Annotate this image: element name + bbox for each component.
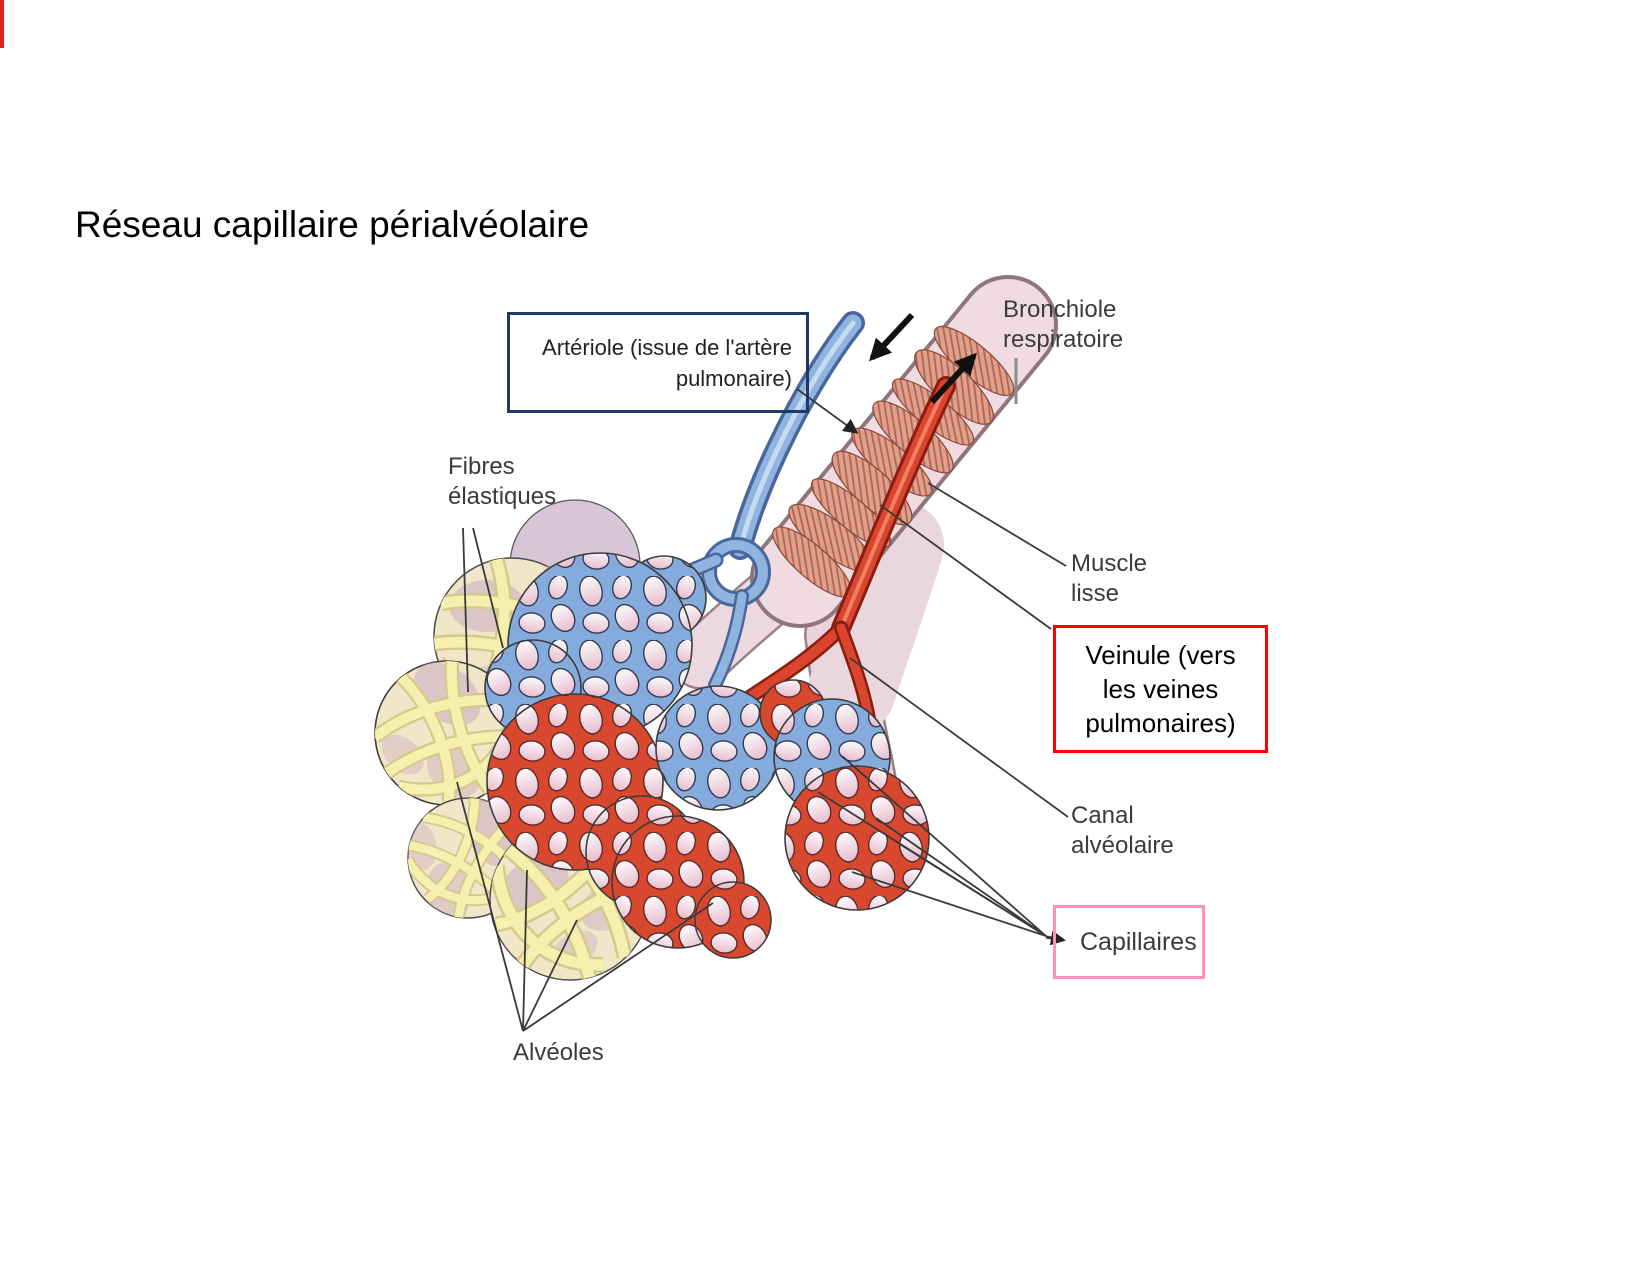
leader-line-capillaires-5 <box>851 871 1047 937</box>
flow-out-arrow <box>929 352 977 405</box>
muscle-lisse-label: Muscle lisse <box>1071 549 1147 609</box>
bronchiole-label-line-2: respiratoire <box>1003 326 1124 353</box>
leader-line-capillaires-2 <box>841 755 1047 937</box>
canal-label-line-1: Canal <box>1071 802 1134 829</box>
alveolar-sac-red <box>694 881 772 959</box>
leader-line-capillaires-3 <box>875 817 1047 937</box>
veinule-label-line-3: pulmonaires) <box>1085 708 1236 738</box>
alveoles-label: Alvéoles <box>513 1038 604 1068</box>
page-title: Réseau capillaire périalvéolaire <box>75 204 590 245</box>
arteriole-label-line-2: pulmonaire) <box>675 365 792 391</box>
slide-edge-mark <box>0 0 4 48</box>
alveolar-sac-red <box>784 765 930 911</box>
arteriole-label-line-1: Artériole (issue de l'artère <box>542 334 792 360</box>
leader-lines <box>456 358 1069 1032</box>
arteriole-label-box: Artériole (issue de l'artère pulmonaire) <box>507 312 809 413</box>
leader-line-alveoles-1 <box>456 781 524 1032</box>
fibres-elastiques-label: Fibres élastiques <box>448 452 556 512</box>
leader-line-fibres-2 <box>472 527 504 649</box>
alveolar-sac-clusters <box>484 552 930 959</box>
muscle-label-line-1: Muscle <box>1071 550 1148 577</box>
fibres-label-line-2: élastiques <box>448 483 557 510</box>
flow-arrows <box>869 312 977 405</box>
canal-alveolaire-label: Canal alvéolaire <box>1071 801 1174 861</box>
veinule-label-line-1: Veinule (vers <box>1085 640 1236 670</box>
alveoles-label-text: Alvéoles <box>513 1039 604 1066</box>
veinule-label-line-2: les veines <box>1102 674 1219 704</box>
muscle-label-line-2: lisse <box>1071 580 1120 607</box>
leader-line-alveoles-2 <box>522 869 528 1032</box>
leader-line-capillaires-4 <box>897 842 1047 937</box>
bronchiole-label: Bronchiole respiratoire <box>1003 295 1123 355</box>
leader-line-alveoles-4 <box>522 902 714 1032</box>
capillaires-label-box: Capillaires <box>1053 905 1205 979</box>
leader-line-fibres-1 <box>462 527 469 693</box>
fibres-label-line-1: Fibres <box>448 453 515 480</box>
veinule-label-box: Veinule (vers les veines pulmonaires) <box>1053 625 1268 753</box>
leader-line-muscle <box>927 482 1067 567</box>
leader-line-alveoles-3 <box>522 919 578 1032</box>
flow-in-arrow <box>869 312 915 362</box>
bronchiole-label-line-1: Bronchiole <box>1003 296 1117 323</box>
leader-line-canal <box>849 657 1069 818</box>
leader-line-veinule <box>879 504 1052 630</box>
canal-label-line-2: alvéolaire <box>1071 832 1174 859</box>
capillaires-label-text: Capillaires <box>1080 927 1197 956</box>
